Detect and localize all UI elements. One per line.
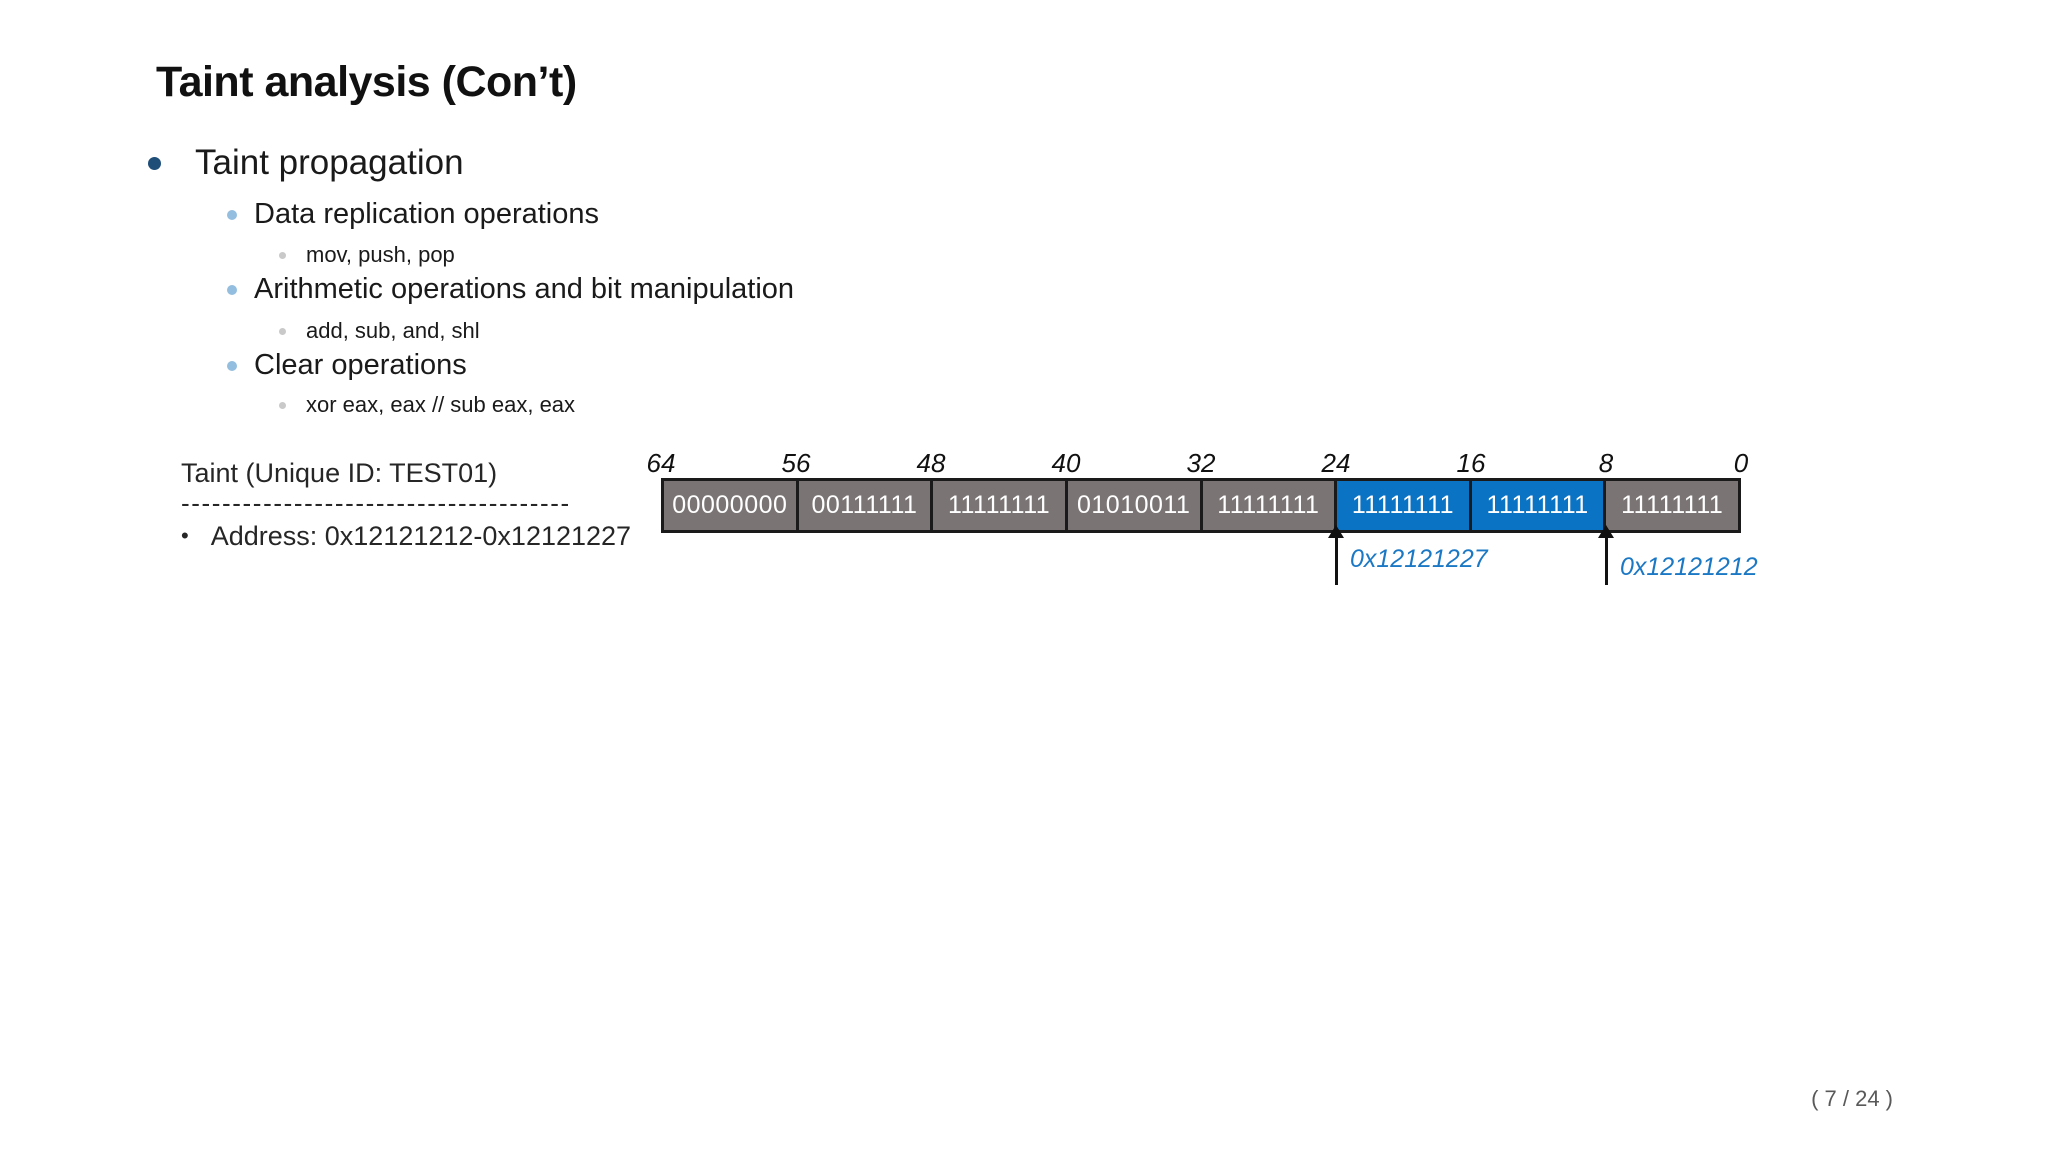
memory-cell-tainted: 11111111 — [1337, 481, 1472, 530]
bit-label: 48 — [916, 448, 946, 478]
memory-cell: 00111111 — [798, 481, 934, 530]
bullet-dot-icon — [279, 401, 286, 409]
bit-label: 56 — [781, 448, 811, 478]
bullet-dot-icon: • — [181, 523, 189, 548]
memory-cell: 11111111 — [933, 481, 1068, 530]
bit-label: 16 — [1456, 448, 1486, 478]
bit-label: 8 — [1598, 448, 1614, 478]
taint-address-line: • Address: 0x12121212-0x12121227 — [181, 521, 631, 552]
bullet-dot-icon — [227, 360, 237, 371]
bullet-label: xor eax, eax // sub eax, eax — [306, 392, 576, 417]
bullet-item-taint-propagation: Taint propagation — [148, 143, 464, 183]
bit-labels: 64 56 48 40 32 24 16 8 0 — [647, 448, 1749, 478]
memory-cell: 00000000 — [664, 481, 799, 530]
bullet-label: Clear operations — [254, 349, 467, 381]
taint-address-value: Address: 0x12121212-0x12121227 — [210, 521, 632, 551]
bullet-dot-icon — [227, 209, 237, 220]
memory-cell: 11111111 — [1606, 481, 1738, 530]
bullet-dot-icon — [279, 327, 286, 335]
bullet-dot-icon — [148, 156, 161, 170]
bullet-label: Arithmetic operations and bit manipulati… — [254, 273, 795, 305]
bullet-dot-icon — [227, 284, 237, 295]
taint-info-heading: Taint (Unique ID: TEST01) — [181, 458, 498, 488]
pointers: 0x12121227 0x12121212 — [661, 525, 1758, 603]
bullet-dot-icon — [279, 251, 286, 259]
bullet-item-mov-push-pop: mov, push, pop — [279, 242, 455, 268]
bit-label: 64 — [646, 448, 676, 478]
up-arrow-icon — [1327, 525, 1344, 538]
address-label: 0x12121227 — [1350, 545, 1488, 573]
bullet-item-xor-sub: xor eax, eax // sub eax, eax — [279, 392, 575, 418]
bullet-label: add, sub, and, shl — [306, 318, 480, 343]
address-label: 0x12121212 — [1620, 553, 1758, 581]
bit-label: 40 — [1051, 448, 1081, 478]
page-indicator: ( 7 / 24 ) — [1811, 1086, 1893, 1111]
bit-label: 32 — [1186, 448, 1216, 478]
bullet-label: Taint propagation — [195, 143, 464, 182]
memory-cell-tainted: 11111111 — [1471, 481, 1607, 530]
up-arrow-icon — [1597, 525, 1614, 538]
address-arrow — [1327, 525, 1344, 585]
bullet-item-arithmetic: Arithmetic operations and bit manipulati… — [227, 273, 794, 306]
bullet-item-add-sub-and-shl: add, sub, and, shl — [279, 318, 480, 344]
bullet-label: mov, push, pop — [306, 242, 455, 267]
memory-cell: 11111111 — [1202, 481, 1338, 530]
page-title: Taint analysis (Con’t) — [156, 58, 577, 106]
bullet-item-data-replication: Data replication operations — [227, 198, 599, 231]
bullet-label: Data replication operations — [254, 198, 599, 230]
memory-cell: 01010011 — [1067, 481, 1203, 530]
bit-label: 24 — [1321, 448, 1351, 478]
address-arrow — [1597, 525, 1614, 585]
bullet-item-clear-operations: Clear operations — [227, 349, 467, 382]
bit-label: 0 — [1733, 448, 1749, 478]
taint-info-divider: -------------------------------------- — [181, 488, 571, 518]
